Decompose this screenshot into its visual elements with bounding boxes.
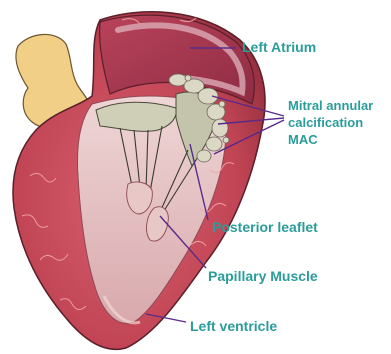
label-mac-line2: calcification <box>288 115 363 130</box>
label-papillary-muscle: Papillary Muscle <box>208 268 318 284</box>
label-posterior-leaflet: Posterior leaflet <box>212 219 318 235</box>
label-mac-line1: Mitral annular <box>288 98 373 113</box>
label-left-ventricle: Left ventricle <box>190 318 277 334</box>
label-left-atrium: Left Atrium <box>242 39 316 55</box>
label-mac-line3: MAC <box>288 132 318 147</box>
anterior-mitral-leaflet <box>96 102 176 131</box>
